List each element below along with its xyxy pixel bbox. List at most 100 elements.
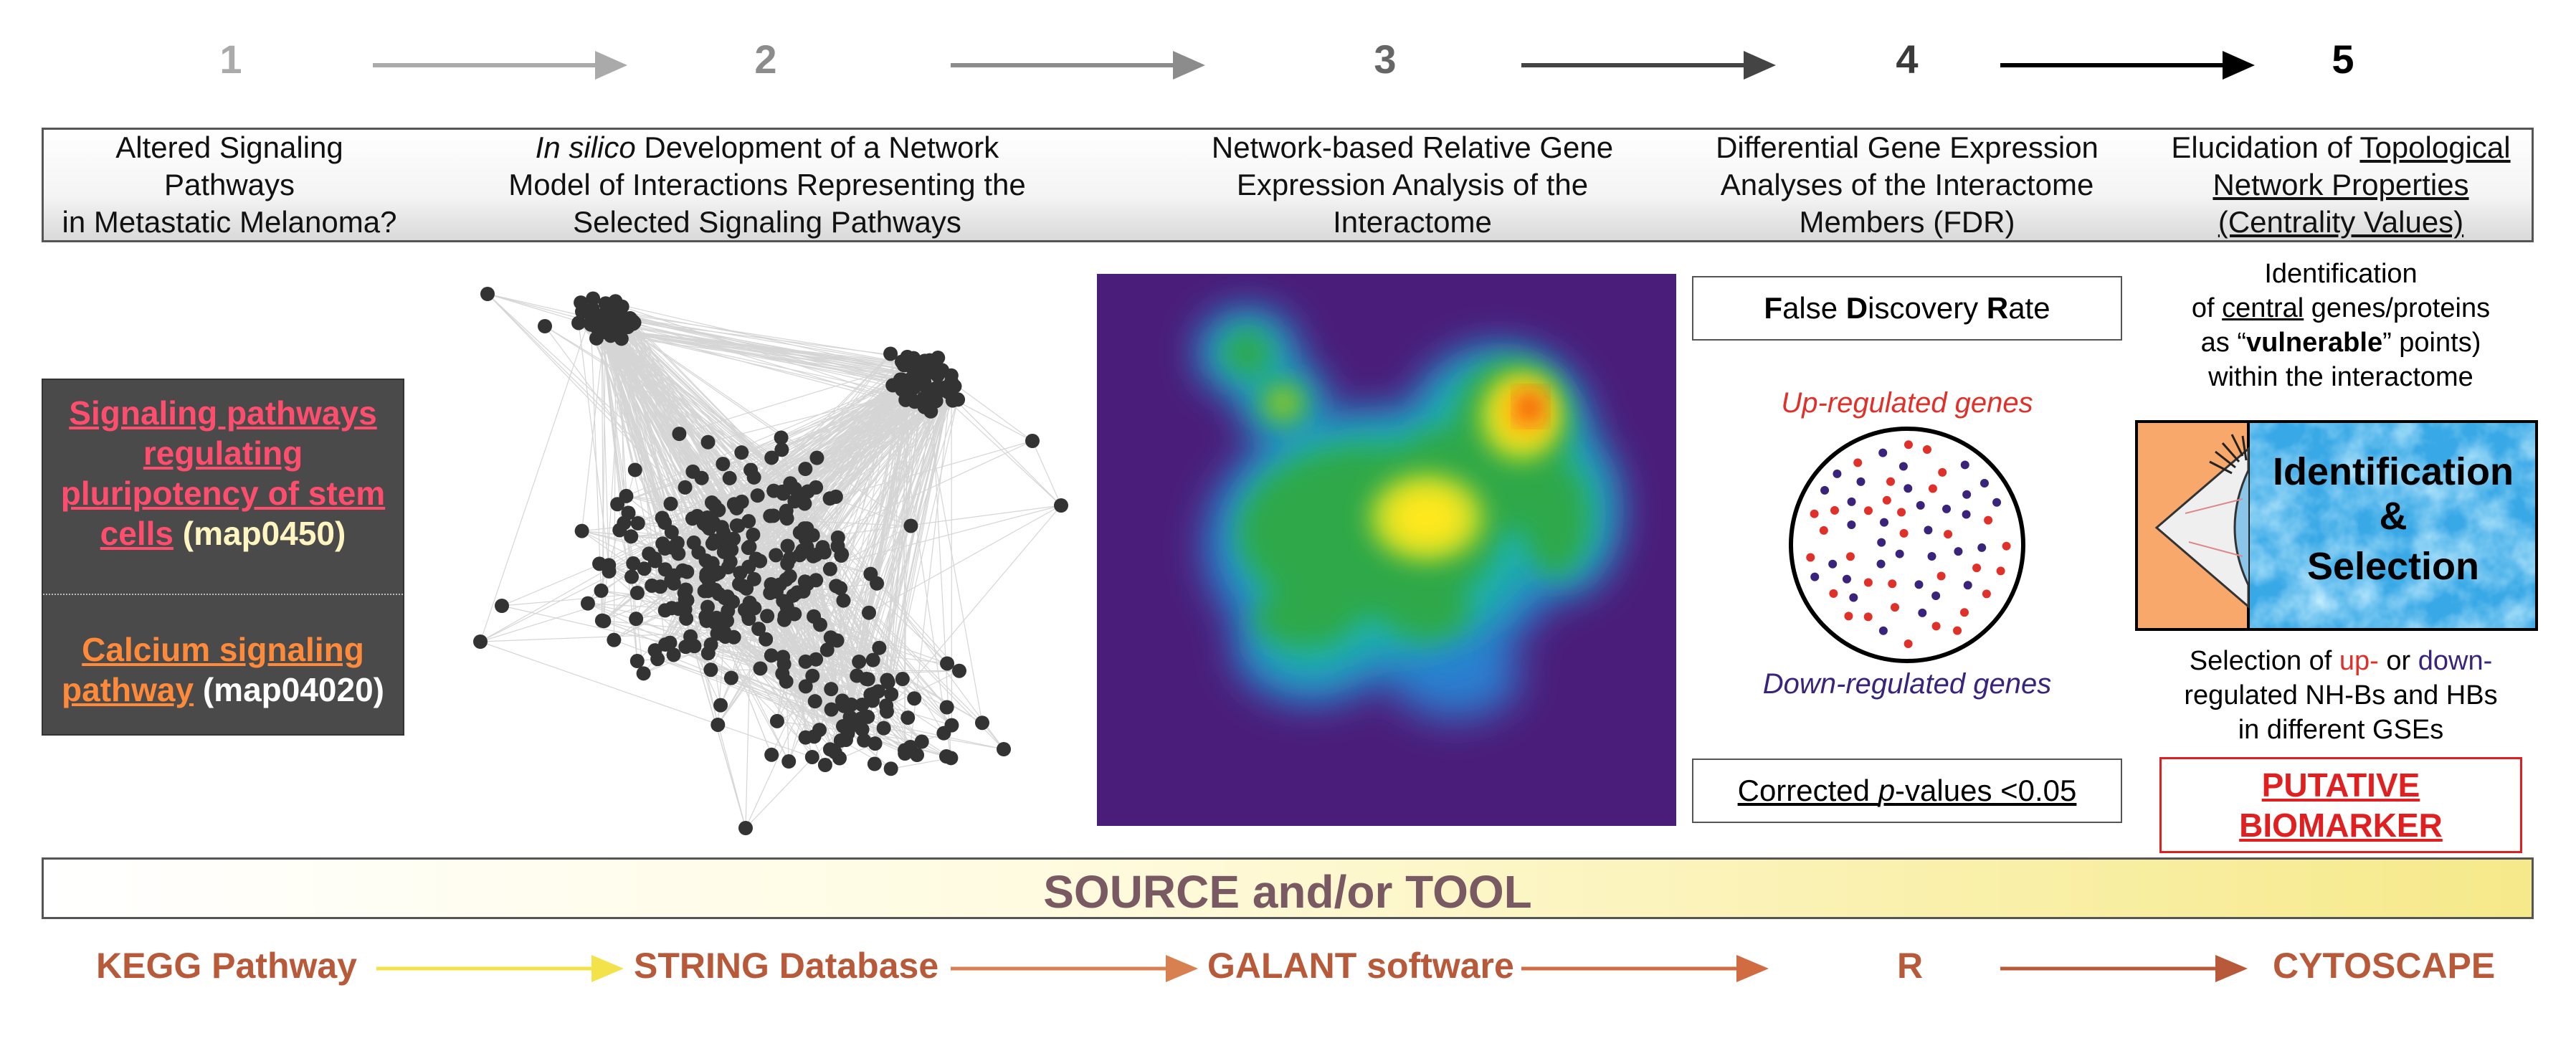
step-arrow-4: [2000, 51, 2255, 80]
network-node: [637, 561, 652, 576]
network-edge: [480, 592, 638, 642]
id-line2a: of: [2191, 293, 2223, 323]
down-gene-dot: [1954, 547, 1963, 556]
network-edge: [596, 338, 791, 484]
network-node: [896, 358, 911, 373]
pathway-1-line1[interactable]: Signaling pathways: [69, 394, 377, 432]
network-node: [780, 538, 795, 553]
down-gene-dot: [1895, 549, 1904, 558]
up-gene-dot: [1863, 612, 1873, 622]
network-node: [797, 496, 812, 511]
network-edge: [601, 328, 693, 519]
network-node: [951, 663, 966, 678]
up-gene-dot: [1863, 506, 1873, 515]
network-node: [815, 540, 830, 555]
expression-heatmap: [1097, 274, 1676, 826]
network-edge: [723, 379, 902, 465]
network-edge: [544, 325, 830, 499]
network-edge: [592, 308, 925, 361]
network-edge: [601, 328, 638, 594]
up-gene-dot: [1996, 566, 2005, 576]
header-2-line1: Development of a Network: [635, 130, 999, 164]
biomarker-line2: BIOMARKER: [2239, 807, 2443, 844]
network-edge: [890, 353, 951, 759]
network-node: [798, 654, 813, 669]
network-node: [861, 605, 876, 620]
network-node: [824, 682, 839, 697]
step-arrow-2: [951, 51, 1205, 80]
network-node: [670, 536, 685, 551]
network-edge: [601, 328, 610, 571]
up-gene-dot: [1888, 579, 1897, 589]
network-node: [769, 713, 784, 728]
network-edge: [607, 308, 923, 367]
network-edge: [613, 328, 617, 640]
tool-arrow-1: [376, 955, 624, 982]
header-cell-4: Differential Gene Expression Analyses of…: [1678, 129, 2137, 242]
down-gene-dot: [1849, 593, 1858, 602]
sel-line1a: Selection of: [2189, 646, 2339, 676]
network-node: [827, 745, 842, 760]
network-edge: [748, 364, 926, 568]
network-node: [741, 541, 756, 556]
tool-r: R: [1897, 946, 1924, 986]
id-line3b: vulnerable: [2246, 328, 2383, 358]
network-node: [855, 698, 870, 713]
header-3-line3: Interactome: [1333, 205, 1492, 239]
down-gene-dot: [1847, 520, 1856, 529]
network-node: [759, 632, 774, 647]
network-node: [700, 510, 715, 525]
network-node: [624, 529, 639, 544]
pathway-2-line2[interactable]: pathway: [62, 671, 194, 708]
network-node: [930, 368, 945, 383]
down-gene-dot: [1924, 526, 1933, 535]
down-gene-dot: [1962, 510, 1971, 519]
network-node: [586, 291, 601, 306]
network-edge: [951, 381, 1033, 442]
network-edge: [610, 311, 948, 708]
network-node: [653, 579, 668, 594]
step-number-1: 1: [219, 37, 242, 82]
network-node: [700, 434, 716, 450]
up-gene-dot: [1886, 477, 1896, 486]
pathway-2-code: (map04020): [194, 671, 384, 708]
network-node: [750, 488, 765, 503]
network-edge: [701, 381, 913, 479]
network-node: [716, 525, 731, 540]
pathway-1-line4[interactable]: cells: [100, 515, 174, 552]
header-3-line1: Network-based Relative Gene: [1211, 130, 1614, 164]
header-cell-2: In silico Development of a Network Model…: [452, 129, 1083, 242]
network-node: [726, 629, 741, 645]
network-node: [495, 599, 509, 613]
network-node: [685, 511, 700, 526]
network-node: [657, 603, 672, 618]
pathway-1[interactable]: Signaling pathways regulating pluripoten…: [43, 393, 403, 553]
header-2-line3: Selected Signaling Pathways: [573, 205, 961, 239]
network-node: [663, 496, 678, 511]
network-node: [701, 573, 716, 588]
header-4-line2: Analyses of the Interactome: [1720, 168, 2094, 201]
network-node: [779, 596, 794, 611]
header-4-line3: Members (FDR): [1799, 205, 2015, 239]
network-node: [936, 726, 951, 741]
network-node: [742, 595, 757, 610]
pathway-2-line1[interactable]: Calcium signaling: [82, 631, 364, 668]
network-node: [775, 666, 790, 681]
pathway-1-line2[interactable]: regulating: [143, 434, 303, 472]
network-node: [713, 698, 728, 713]
pathway-2[interactable]: Calcium signaling pathway (map04020): [43, 629, 403, 710]
network-edge: [685, 646, 865, 741]
network-node: [857, 733, 872, 748]
network-node: [734, 445, 749, 460]
network-node: [602, 558, 617, 573]
step-number-5: 5: [2332, 37, 2354, 82]
network-edge: [842, 381, 952, 601]
up-gene-dot: [1904, 440, 1913, 450]
network-edge: [723, 632, 815, 737]
up-gene-dot: [1953, 626, 1962, 635]
pathway-1-line3[interactable]: pluripotency of stem: [60, 475, 386, 512]
up-gene-dot: [1845, 552, 1855, 561]
down-gene-dot: [1977, 543, 1987, 552]
network-node: [830, 538, 845, 553]
step-number-3: 3: [1374, 37, 1397, 82]
